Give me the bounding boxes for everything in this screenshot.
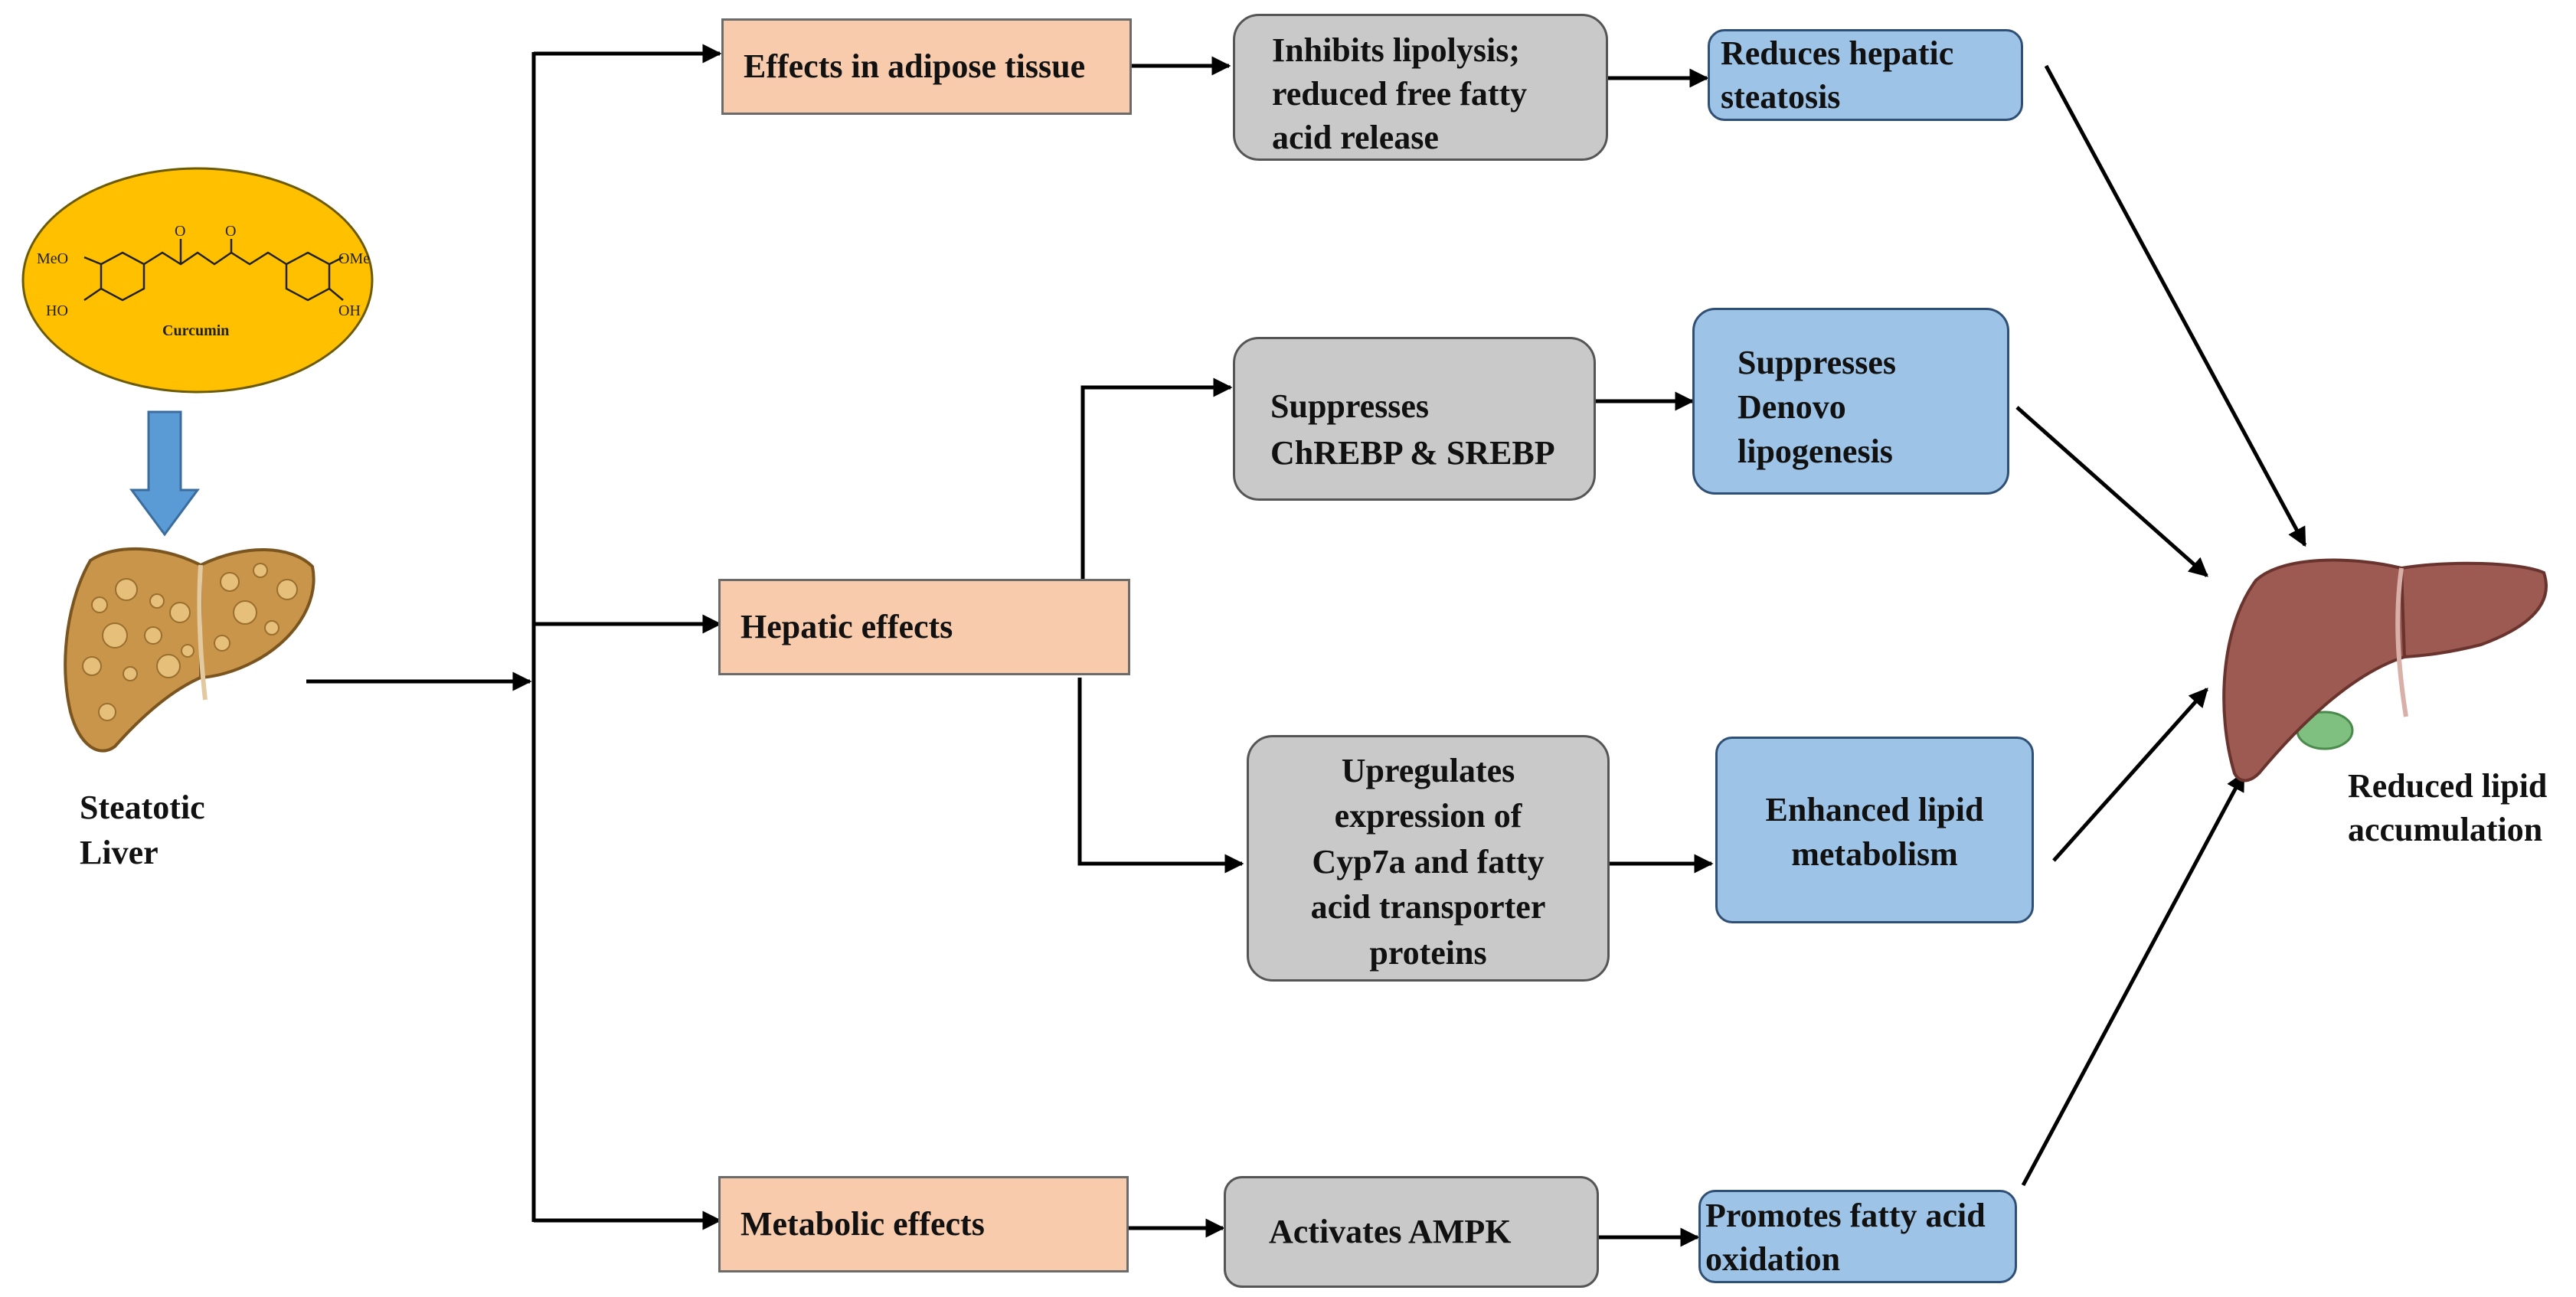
steatosis-line1: Reduces hepatic [1721, 34, 1954, 72]
curcumin-structure: O O MeO HO OMe OH Curcumin [21, 167, 374, 394]
arrow-metabolism-to-result [2052, 688, 2208, 862]
lipid-metabolism-line1: Enhanced lipid [1765, 791, 1984, 828]
curcumin-o2-label: O [225, 223, 236, 240]
denovo-line1: Suppresses [1737, 344, 1897, 381]
arrow-fatty-acid-to-result [2021, 771, 2246, 1187]
chrebp-line2: ChREBP & SREBP [1270, 433, 1555, 472]
denovo-line3: lipogenesis [1737, 433, 1893, 471]
cyp7a-line5: proteins [1369, 933, 1487, 972]
arrow-hepatic-to-chrebp [1080, 377, 1233, 580]
cyp7a-line4: acid transporter [1310, 888, 1546, 926]
ampk-box: Activates AMPK [1224, 1176, 1599, 1288]
reduced-lipid-label: Reduced lipid accumulation [2348, 764, 2547, 851]
chrebp-line1: Suppresses [1270, 387, 1430, 425]
curcumin-name-label: Curcumin [162, 322, 229, 339]
fatty-acid-box: Promotes fatty acid oxidation [1698, 1190, 2017, 1283]
lipid-metabolism-line2: metabolism [1791, 835, 1958, 874]
curcumin-oh-label: OH [338, 302, 361, 319]
lipolysis-line1: Inhibits lipolysis; [1272, 31, 1521, 69]
cyp7a-line1: Upregulates [1341, 752, 1515, 789]
steatosis-line2: steatosis [1721, 78, 1841, 116]
curcumin-meo-label: MeO [37, 250, 68, 267]
reduced-lipid-line1: Reduced lipid [2348, 767, 2548, 805]
steatotic-liver-label-line2: Liver [80, 833, 159, 871]
ampk-label: Activates AMPK [1269, 1212, 1512, 1250]
lipid-metabolism-box: Enhanced lipid metabolism [1715, 737, 2034, 923]
arrow-denovo-to-result [2015, 406, 2208, 577]
reduced-lipid-line2: accumulation [2348, 811, 2543, 849]
steatotic-liver-icon [64, 547, 315, 753]
steatotic-liver-label: Steatotic Liver [80, 786, 205, 876]
lipolysis-box: Inhibits lipolysis; reduced free fatty a… [1233, 14, 1608, 161]
steatosis-box: Reduces hepatic steatosis [1708, 29, 2023, 121]
hepatic-effects-box: Hepatic effects [718, 579, 1130, 675]
denovo-line2: Denovo [1737, 388, 1846, 426]
arrow-steatosis-to-result [2044, 64, 2307, 547]
metabolic-effects-label: Metabolic effects [740, 1204, 985, 1243]
cyp7a-line3: Cyp7a and fatty [1312, 842, 1545, 880]
cyp7a-box: Upregulates expression of Cyp7a and fatt… [1247, 735, 1610, 982]
lipolysis-line2: reduced free fatty [1272, 75, 1528, 113]
denovo-box: Suppresses Denovo lipogenesis [1692, 308, 2009, 495]
chrebp-box: Suppresses ChREBP & SREBP [1233, 337, 1596, 501]
curcumin-ome-label: OMe [338, 250, 370, 267]
metabolic-effects-box: Metabolic effects [718, 1176, 1129, 1272]
down-arrow-icon [129, 410, 200, 537]
cyp7a-line2: expression of [1334, 797, 1522, 835]
fatty-acid-line2: oxidation [1705, 1240, 1841, 1279]
adipose-effects-label: Effects in adipose tissue [744, 47, 1086, 85]
adipose-effects-box: Effects in adipose tissue [721, 18, 1132, 115]
arrow-hepatic-to-cyp7a [1077, 678, 1244, 874]
healthy-liver-icon [2222, 558, 2548, 782]
curcumin-o1-label: O [175, 223, 185, 240]
curcumin-ho-label: HO [46, 302, 68, 319]
fatty-acid-line1: Promotes fatty acid [1705, 1197, 1986, 1234]
lipolysis-line3: acid release [1272, 119, 1439, 157]
hepatic-effects-label: Hepatic effects [740, 607, 953, 645]
steatotic-liver-label-line1: Steatotic [80, 789, 205, 826]
